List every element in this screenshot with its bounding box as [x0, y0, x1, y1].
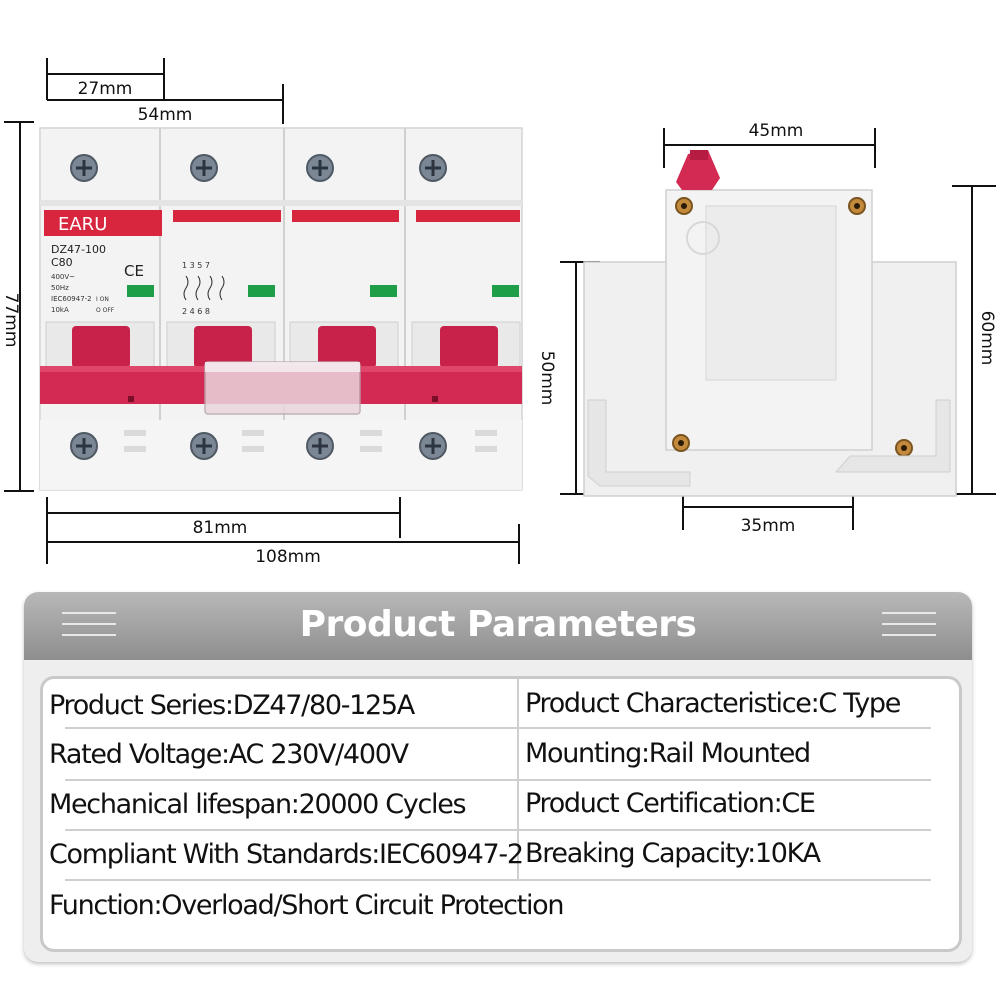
dim-label-50mm: 50mm: [537, 351, 557, 406]
param-breaking-capacity: Breaking Capacity:10KA: [525, 838, 821, 869]
on-label: I ON: [96, 296, 109, 303]
parameters-table: Product Series:DZ47/80-125A Product Char…: [40, 676, 962, 952]
spec-capacity: 10kA: [51, 306, 69, 314]
circuit-symbol-icon: [183, 275, 225, 301]
dim-54mm: [47, 84, 284, 124]
terminal-numbers-bottom: 2 4 6 8: [182, 307, 210, 316]
param-standards: Compliant With Standards:IEC60947-2: [49, 839, 524, 870]
dim-label-108mm: 108mm: [255, 547, 321, 567]
dim-label-77mm: 77mm: [1, 293, 21, 348]
dim-108mm: [46, 524, 520, 564]
off-label: O OFF: [96, 307, 115, 314]
breaker-side-view: [583, 150, 957, 497]
dim-60mm: [952, 185, 996, 495]
terminal-screw-icon: [70, 432, 447, 460]
param-mounting: Mounting:Rail Mounted: [525, 738, 811, 769]
parameters-title: Product Parameters: [299, 604, 697, 645]
dim-label-45mm: 45mm: [749, 121, 804, 141]
param-product-series: Product Series:DZ47/80-125A: [49, 690, 415, 721]
status-indicator-icon: [127, 285, 519, 297]
ce-mark: CE: [124, 262, 144, 280]
menu-lines-icon: [62, 612, 116, 640]
dim-label-81mm: 81mm: [193, 518, 248, 538]
param-product-characteristic: Product Characteristice:C Type: [525, 688, 901, 719]
dim-label-35mm: 35mm: [741, 516, 796, 536]
breaker-dimension-diagram: 27mm 54mm 77mm 81mm 108mm: [1, 58, 997, 567]
model-label: DZ47-100: [51, 243, 106, 256]
dim-label-27mm: 27mm: [78, 79, 133, 99]
side-handle: [676, 150, 720, 190]
parameters-header: Product Parameters: [24, 592, 972, 660]
curve-label: C80: [51, 256, 73, 269]
spec-voltage: 400V~: [51, 273, 75, 281]
product-parameters-panel: Product Parameters Product Series:DZ47/8…: [24, 592, 972, 962]
param-function: Function:Overload/Short Circuit Protecti…: [49, 890, 565, 921]
param-mechanical-lifespan: Mechanical lifespan:20000 Cycles: [49, 789, 467, 820]
param-rated-voltage: Rated Voltage:AC 230V/400V: [49, 739, 409, 770]
breaker-front-view: EARU DZ47-100 C80 CE 400V~ 50Hz IEC60947…: [39, 127, 523, 491]
brand-logo: EARU: [58, 214, 107, 235]
dim-77mm: [4, 121, 34, 492]
terminal-screw-icon: [70, 154, 447, 182]
toggle-handle: [72, 326, 498, 368]
spec-frequency: 50Hz: [51, 284, 69, 292]
mounting-hole-icon: [672, 197, 913, 457]
dim-label-54mm: 54mm: [138, 105, 193, 125]
dim-label-60mm: 60mm: [977, 311, 997, 366]
menu-lines-icon: [882, 612, 936, 640]
spec-standard: IEC60947-2: [51, 295, 92, 303]
param-certification: Product Certification:CE: [525, 788, 816, 819]
brand-band: [44, 210, 162, 236]
dim-27mm: [46, 58, 165, 100]
dim-45mm: [663, 128, 876, 168]
terminal-numbers-top: 1 3 5 7: [182, 261, 210, 270]
